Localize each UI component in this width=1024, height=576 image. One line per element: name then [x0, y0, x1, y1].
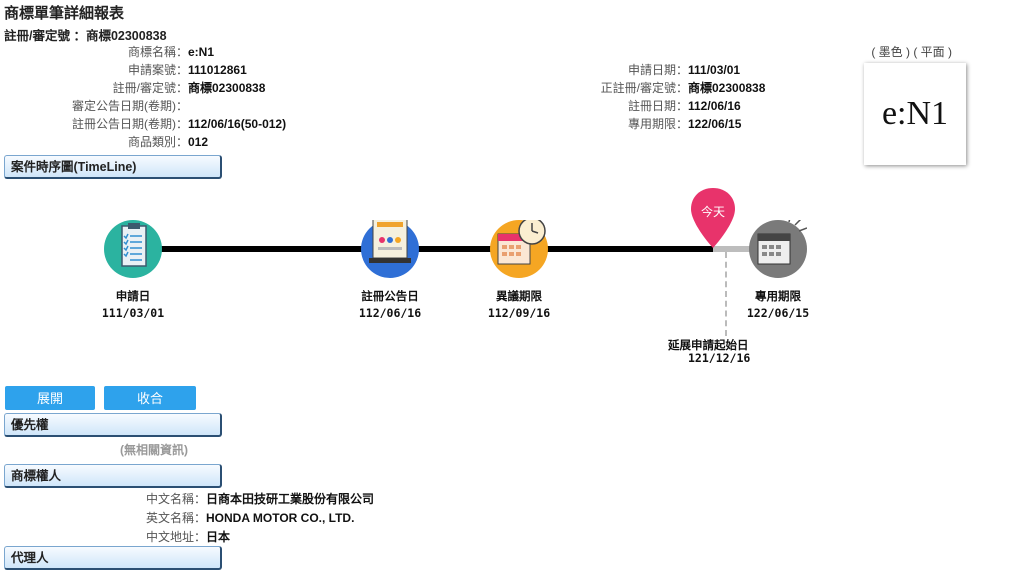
- info-trademark-name: 商標名稱：e:N1: [127, 45, 215, 59]
- timeline-date-opposition-deadline: 112/09/16: [487, 306, 551, 320]
- section-timeline-header[interactable]: 案件時序圖(TimeLine): [4, 155, 222, 179]
- info-application-number: 申請案號：111012861: [127, 63, 247, 77]
- clipboard-icon: [121, 223, 147, 267]
- timeline-node-exclusive-period[interactable]: [749, 220, 807, 278]
- info-application-date: 申請日期：111/03/01: [627, 63, 741, 77]
- section-agent-header[interactable]: 代理人: [4, 546, 222, 570]
- section-priority-header[interactable]: 優先權: [4, 413, 222, 437]
- info-examination-announcement-date: 審定公告日期(卷期)：: [72, 99, 188, 113]
- info-registration-date: 註冊日期：112/06/16: [627, 99, 741, 113]
- monitor-icon: [369, 220, 411, 263]
- owner-english-name: 英文名稱：HONDA MOTOR CO., LTD.: [145, 511, 355, 525]
- timeline-axis: [133, 246, 713, 252]
- calendar-clock-icon: [497, 220, 546, 265]
- collapse-button[interactable]: 收合: [104, 386, 196, 410]
- priority-empty-text: (無相關資訊): [120, 443, 188, 457]
- map-pin-icon: [691, 188, 735, 248]
- timeline-label-exclusive-period: 專用期限: [755, 291, 801, 303]
- timeline-date-exclusive-period: 122/06/15: [746, 306, 810, 320]
- today-marker-label: 今天: [700, 205, 725, 219]
- timeline-node-opposition-deadline[interactable]: [490, 220, 548, 278]
- owner-chinese-address: 中文地址：日本: [145, 530, 231, 544]
- owner-chinese-name: 中文名稱：日商本田技研工業股份有限公司: [145, 492, 375, 506]
- page-title: 商標單筆詳細報表: [4, 5, 125, 22]
- info-registration-number: 註冊/審定號：商標02300838: [112, 81, 266, 95]
- registration-number-line: 註冊/審定號 ：商標02300838: [4, 29, 167, 43]
- timeline-label-extension-start: 延展申請起始日: [668, 340, 749, 352]
- timeline-label-registration-announcement: 註冊公告日: [361, 291, 419, 303]
- timeline-date-registration-announcement: 112/06/16: [358, 306, 422, 320]
- today-marker: 今天: [689, 186, 737, 250]
- timeline-date-extension-start: 121/12/16: [688, 351, 751, 365]
- info-registration-announcement-date: 註冊公告日期(卷期)：112/06/16(50-012): [72, 117, 287, 131]
- trademark-image[interactable]: e:N1: [864, 63, 966, 165]
- info-goods-class: 商品類別：012: [127, 135, 209, 149]
- timeline-node-application[interactable]: [104, 220, 162, 278]
- info-exclusive-period: 專用期限：122/06/15: [627, 117, 742, 131]
- calendar-alarm-icon: [757, 220, 807, 265]
- expand-button[interactable]: 展開: [5, 386, 95, 410]
- timeline-future-axis: [713, 246, 775, 252]
- timeline-node-registration-announcement[interactable]: [361, 220, 419, 278]
- info-official-registration-number: 正註冊/審定號：商標02300838: [600, 81, 766, 95]
- timeline-label-opposition-deadline: 異議期限: [496, 291, 542, 303]
- timeline-label-application: 申請日: [115, 291, 151, 303]
- section-owner-header[interactable]: 商標權人: [4, 464, 222, 488]
- mark-caption: ( 墨色 ) ( 平面 ): [871, 45, 952, 59]
- extension-dashed-line: [725, 252, 727, 336]
- timeline-date-application: 111/03/01: [101, 306, 165, 320]
